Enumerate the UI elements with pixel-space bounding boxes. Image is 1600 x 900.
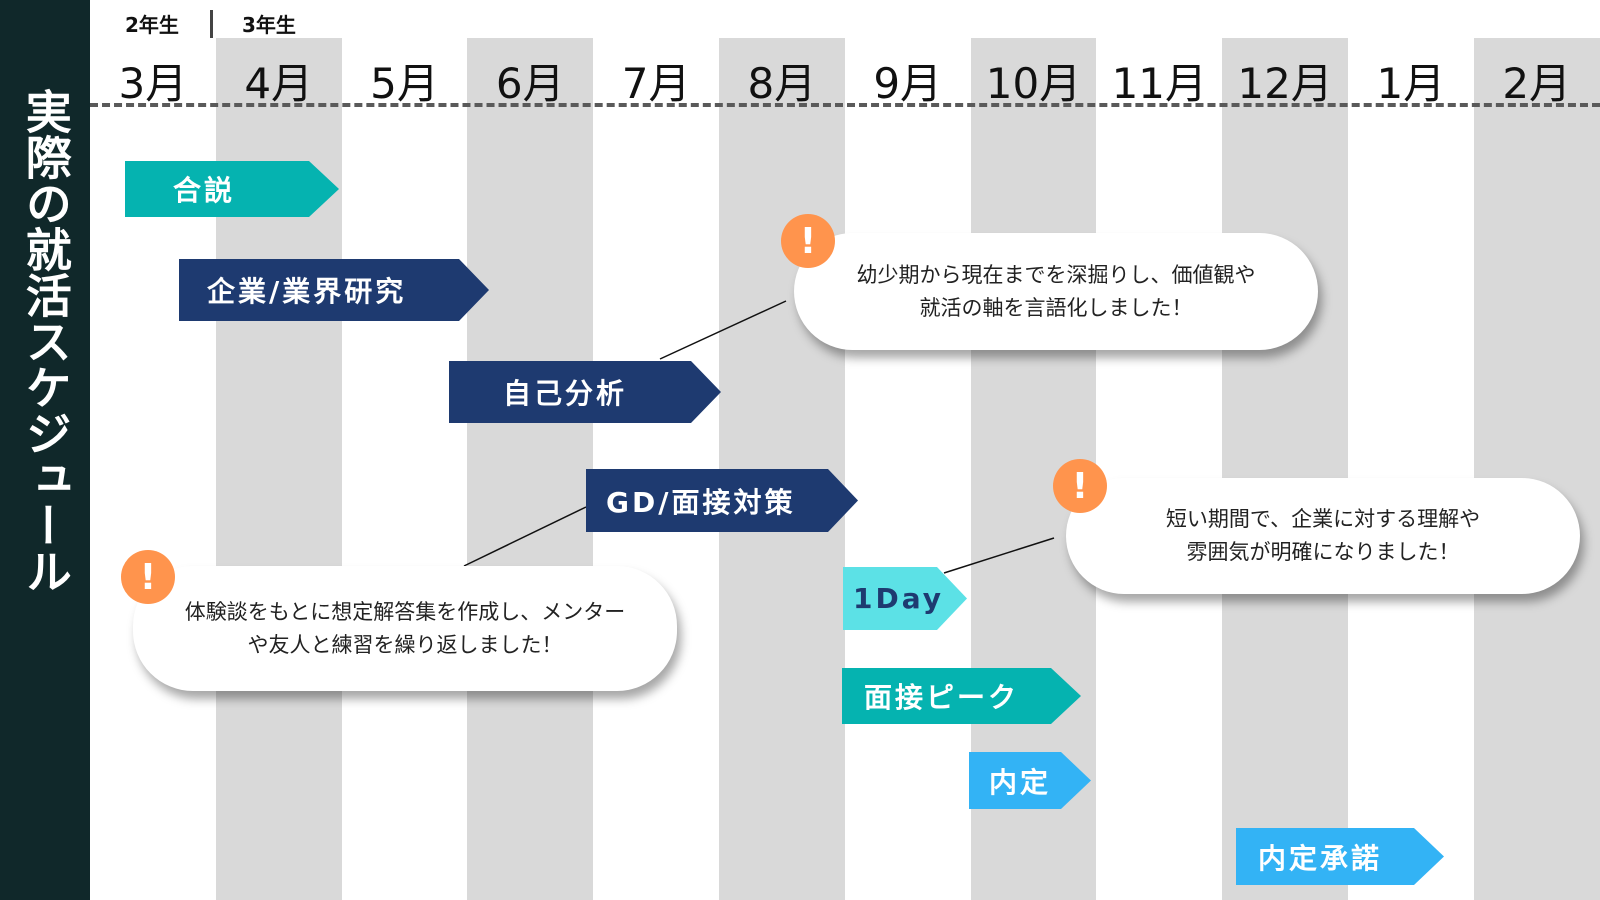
note-text: 短い期間で、企業に対する理解や — [1165, 507, 1481, 531]
exclamation-icon: ! — [121, 550, 175, 604]
phase-arrow-offer-acceptance: 内定承諾 — [1236, 828, 1444, 885]
grade-label-3rd: 3年生 — [242, 13, 296, 37]
month-label: 12月 — [1237, 59, 1333, 108]
month-label: 9月 — [873, 59, 943, 108]
exclamation-icon: ! — [781, 214, 835, 268]
note-bubble-1day: 短い期間で、企業に対する理解や雰囲気が明確になりました！ — [1066, 478, 1580, 594]
month-column — [467, 38, 594, 900]
note-bubble-gd-interview: 体験談をもとに想定解答集を作成し、メンターや友人と練習を繰り返しました！ — [133, 566, 677, 691]
sidebar: 実際の就活スケジュール — [0, 0, 90, 900]
month-label: 7月 — [621, 59, 691, 108]
phase-arrow-interview-peak: 面接ピーク — [842, 668, 1081, 724]
note-text: 体験談をもとに想定解答集を作成し、メンター — [184, 599, 626, 624]
phase-arrow-offer: 内定 — [969, 752, 1091, 809]
connector-line-1day — [943, 537, 1055, 574]
phase-arrow-gd-interview-prep: GD/面接対策 — [586, 469, 858, 532]
month-label: 4月 — [244, 59, 314, 108]
note-bubble-self-analysis: 幼少期から現在までを深掘りし、価値観や就活の軸を言語化しました！ — [794, 233, 1318, 350]
timeline-dashed-line — [90, 103, 1600, 107]
phase-arrow-joint-seminar: 合説 — [125, 161, 339, 217]
grade-divider — [210, 10, 213, 38]
phase-label: 面接ピーク — [864, 681, 1020, 714]
page-title: 実際の就活スケジュール — [18, 88, 73, 594]
month-label: 6月 — [495, 59, 565, 108]
month-label: 1月 — [1376, 59, 1446, 108]
month-column — [1473, 38, 1600, 900]
month-label: 2月 — [1502, 59, 1572, 108]
grade-label-2nd: 2年生 — [125, 13, 179, 37]
note-text: 雰囲気が明確になりました！ — [1186, 540, 1460, 564]
note-text: 幼少期から現在までを深掘りし、価値観や — [856, 262, 1256, 287]
phase-label: GD/面接対策 — [606, 485, 796, 519]
phase-label: 企業/業界研究 — [207, 275, 407, 308]
phase-arrow-1day: 1Day — [843, 567, 967, 630]
phase-label: 合説 — [173, 174, 236, 207]
month-label: 11月 — [1111, 59, 1208, 108]
phase-label: 内定 — [989, 765, 1052, 799]
month-label: 5月 — [370, 59, 439, 108]
month-label: 10月 — [985, 59, 1082, 108]
connector-line-self-analysis — [659, 300, 787, 360]
phase-label: 内定承諾 — [1258, 841, 1383, 875]
exclamation-icon: ! — [1053, 459, 1107, 513]
month-column — [1222, 38, 1348, 900]
phase-arrow-company-research: 企業/業界研究 — [179, 259, 489, 321]
connector-line-gd — [463, 506, 587, 567]
phase-label: 1Day — [853, 582, 945, 615]
month-label: 8月 — [747, 59, 817, 108]
phase-arrow-self-analysis: 自己分析 — [449, 361, 721, 423]
note-text: や友人と練習を繰り返しました！ — [247, 632, 563, 657]
phase-label: 自己分析 — [503, 377, 628, 410]
month-label: 3月 — [118, 59, 188, 108]
note-text: 就活の軸を言語化しました！ — [919, 295, 1193, 320]
